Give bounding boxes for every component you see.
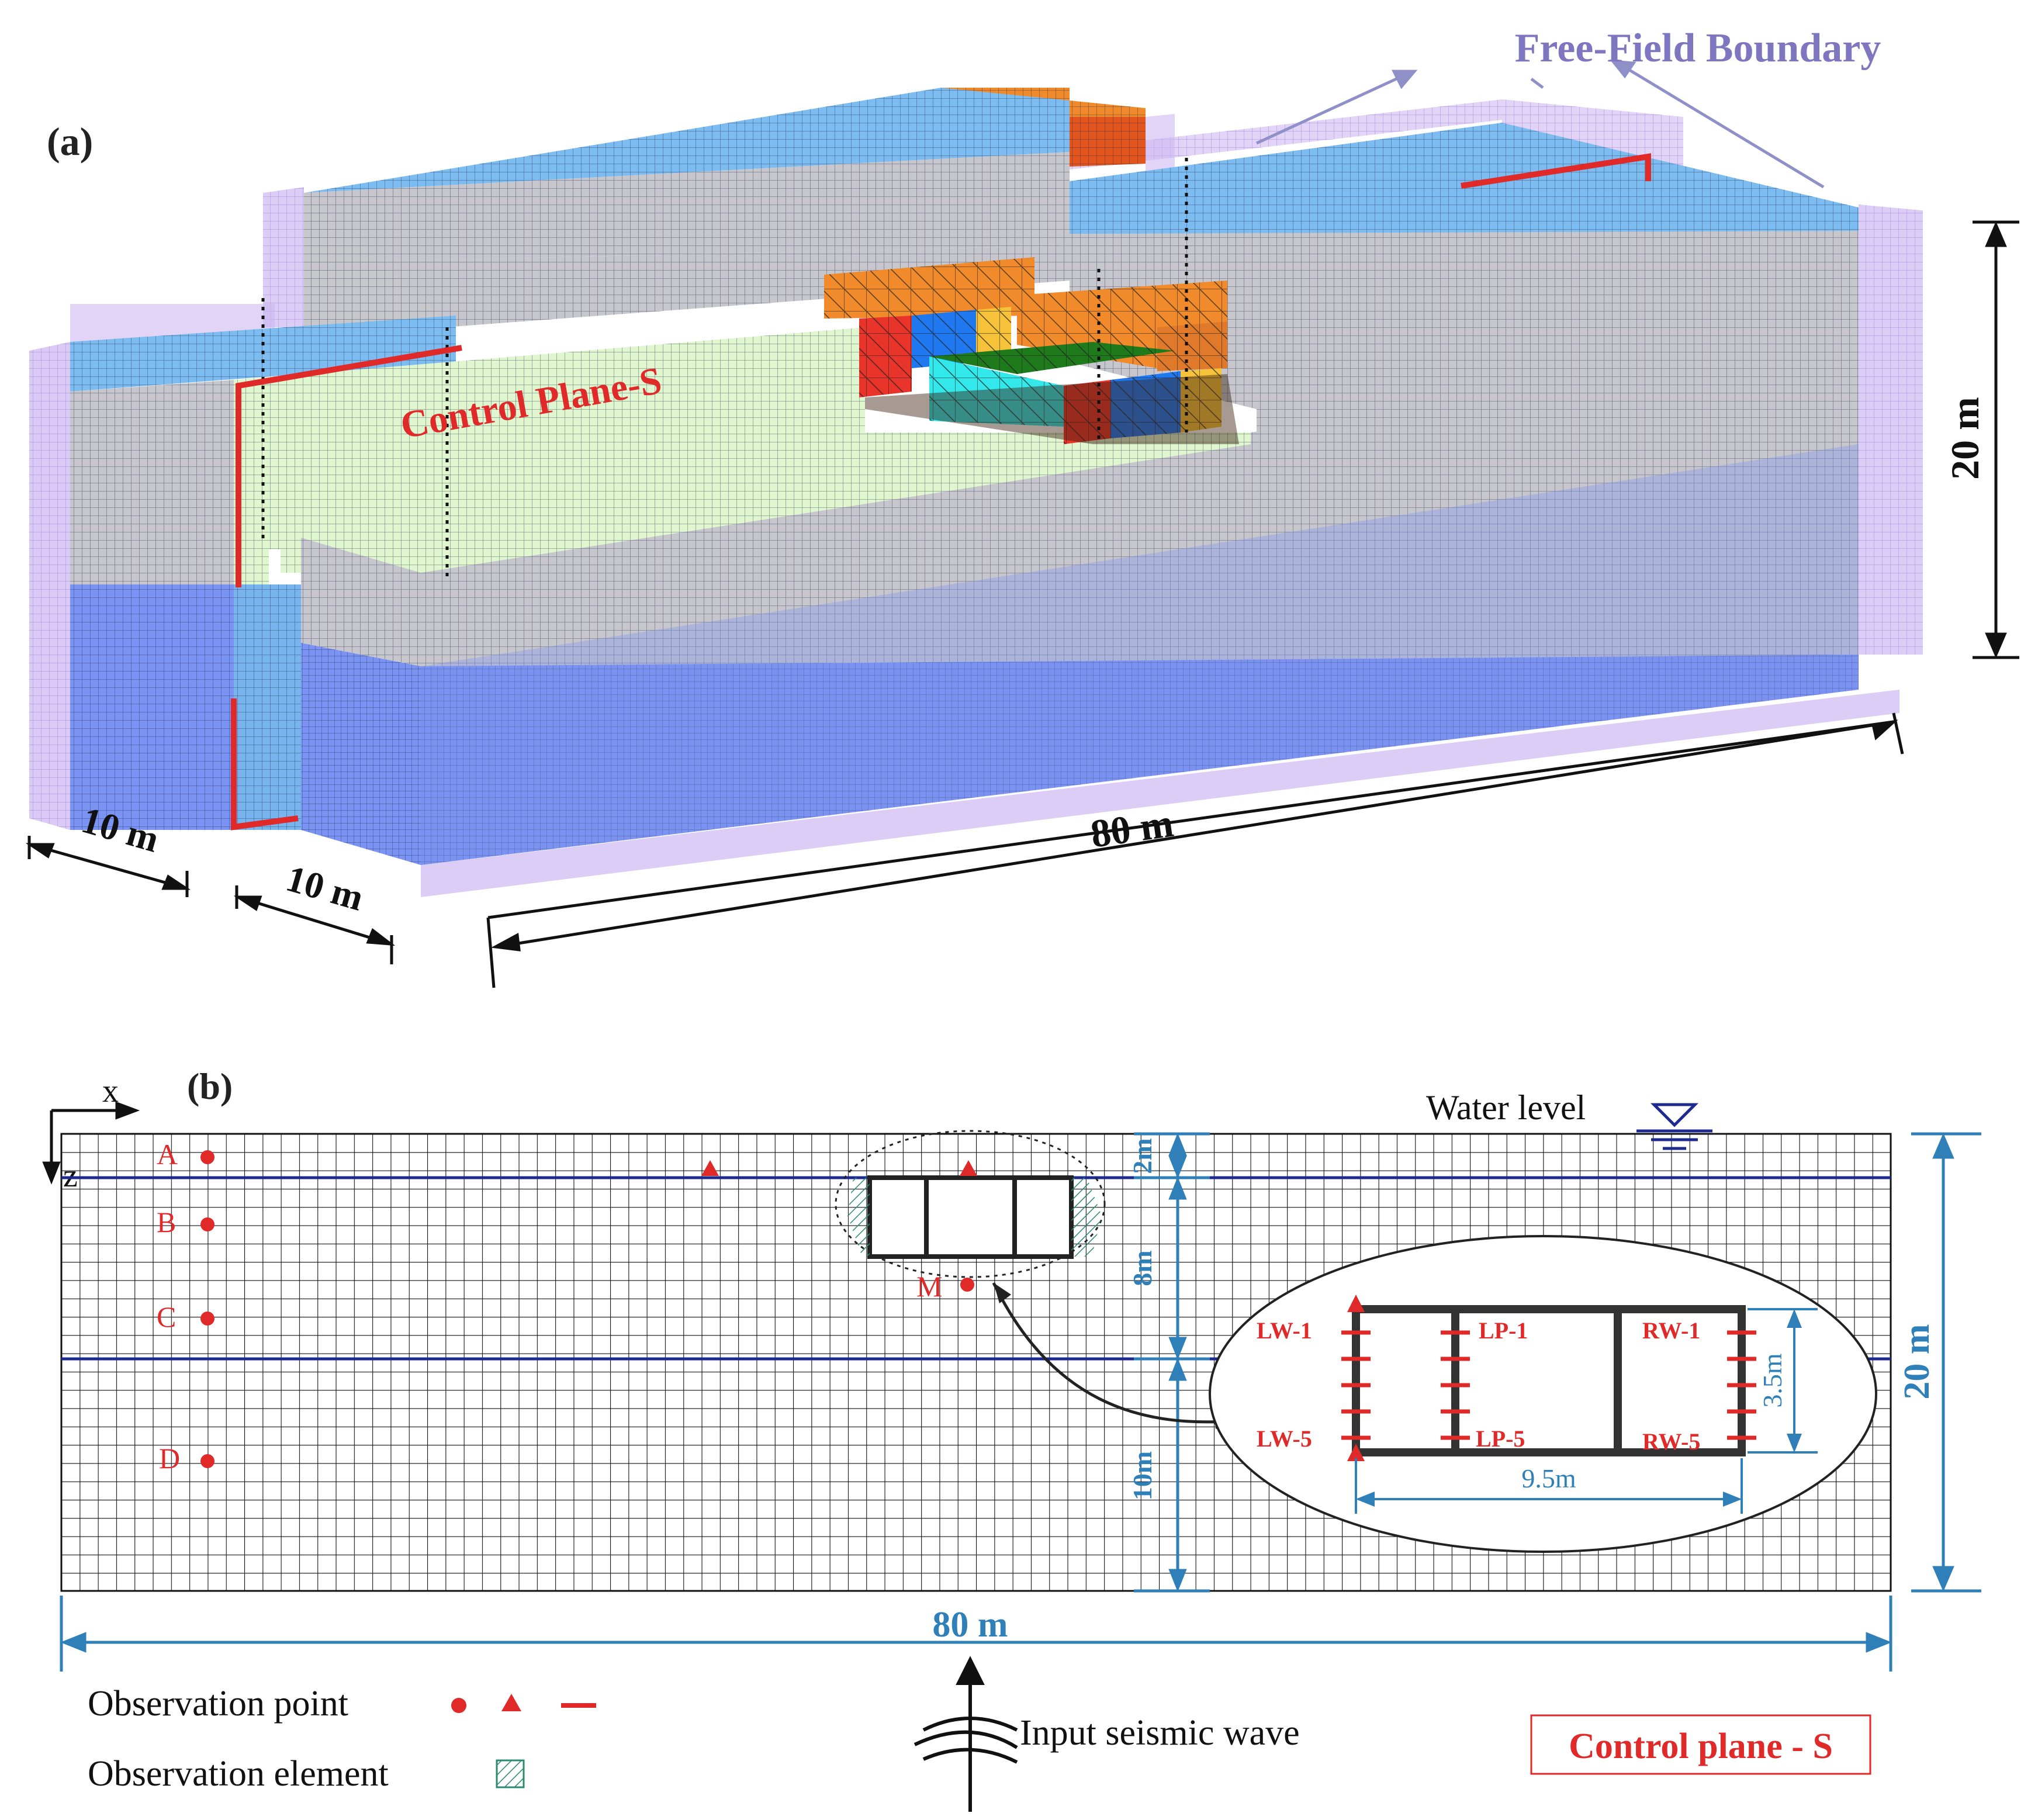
inset-observation-marks	[1341, 1330, 1756, 1440]
inset-lp5: LP-5	[1476, 1425, 1525, 1452]
panel-a-model: Free-Field Boundary (a) Control Plane-S …	[25, 26, 2019, 988]
axis-indicator	[42, 1101, 140, 1185]
dim-80m-b	[60, 1596, 1892, 1672]
point-a: A	[157, 1138, 178, 1171]
legend-circle-marker	[451, 1698, 466, 1713]
inset-triangles	[1347, 1295, 1365, 1461]
dim-2m: 2m	[1127, 1138, 1157, 1174]
legend-input-seismic-wave: Input seismic wave	[1020, 1713, 1300, 1753]
point-d: D	[159, 1442, 180, 1475]
legend: Observation point Observation element In…	[88, 1656, 1871, 1812]
panel-b-mesh: (b) x z	[42, 1065, 1981, 1672]
dim-10m-a-2	[233, 885, 396, 964]
station-structure	[824, 257, 1239, 444]
dim-80m-b-label: 80 m	[932, 1605, 1008, 1645]
inset-dim-3-5m: 3.5m	[1757, 1353, 1787, 1408]
dim-10m-a-1	[25, 836, 191, 897]
legend-observation-element: Observation element	[88, 1754, 389, 1794]
dim-10m: 10m	[1127, 1451, 1157, 1500]
legend-control-plane-box	[1530, 1714, 1871, 1775]
dim-20m-a-label: 20 m	[1943, 397, 1987, 480]
point-b: B	[157, 1206, 176, 1238]
water-level-icon	[1636, 1103, 1712, 1150]
inset-lp1: LP-1	[1479, 1317, 1528, 1344]
main-body-front	[301, 327, 1859, 865]
legend-observation-point: Observation point	[88, 1684, 348, 1724]
free-field-boundary-label: Free-Field Boundary	[1515, 26, 1881, 71]
inset-rw1: RW-1	[1642, 1317, 1700, 1344]
inset-dims	[1355, 1308, 1818, 1514]
inset-lw5: LW-5	[1257, 1425, 1312, 1452]
upper-left-block	[304, 88, 1146, 327]
seismic-wave-icon	[914, 1656, 1018, 1812]
legend-hatch-marker	[496, 1759, 525, 1788]
free-field-arrows	[1255, 60, 1825, 189]
legend-control-plane-label: Control plane - S	[1569, 1726, 1833, 1766]
dim-20m-a	[1973, 220, 2019, 659]
dim-depths	[1134, 1132, 1210, 1593]
inset-lw1: LW-1	[1257, 1317, 1312, 1344]
dotted-guides	[261, 158, 1188, 579]
panel-b-label: (b)	[187, 1065, 233, 1107]
dim-10m-a-2-label: 10 m	[282, 857, 368, 919]
water-level-label: Water level	[1426, 1088, 1586, 1127]
inset-dim-9-5m: 9.5m	[1521, 1463, 1576, 1493]
dim-80m-a	[486, 712, 1904, 988]
excavation-region	[234, 327, 1251, 584]
dim-20m-b	[1911, 1132, 1981, 1593]
main-body-left	[70, 316, 456, 830]
control-plane-markers	[231, 153, 1651, 831]
axis-x-label: x	[102, 1073, 119, 1109]
inset-rw5: RW-5	[1642, 1428, 1700, 1455]
inset-callout	[992, 1235, 1877, 1553]
dim-8m: 8m	[1127, 1250, 1157, 1286]
observation-points	[200, 1150, 977, 1468]
point-m: M	[916, 1270, 942, 1303]
point-c: C	[157, 1300, 176, 1333]
dim-20m-b-label: 20 m	[1897, 1324, 1937, 1399]
station-section	[835, 1130, 1106, 1278]
panel-a-label: (a)	[47, 119, 93, 164]
legend-triangle-marker	[501, 1694, 521, 1711]
